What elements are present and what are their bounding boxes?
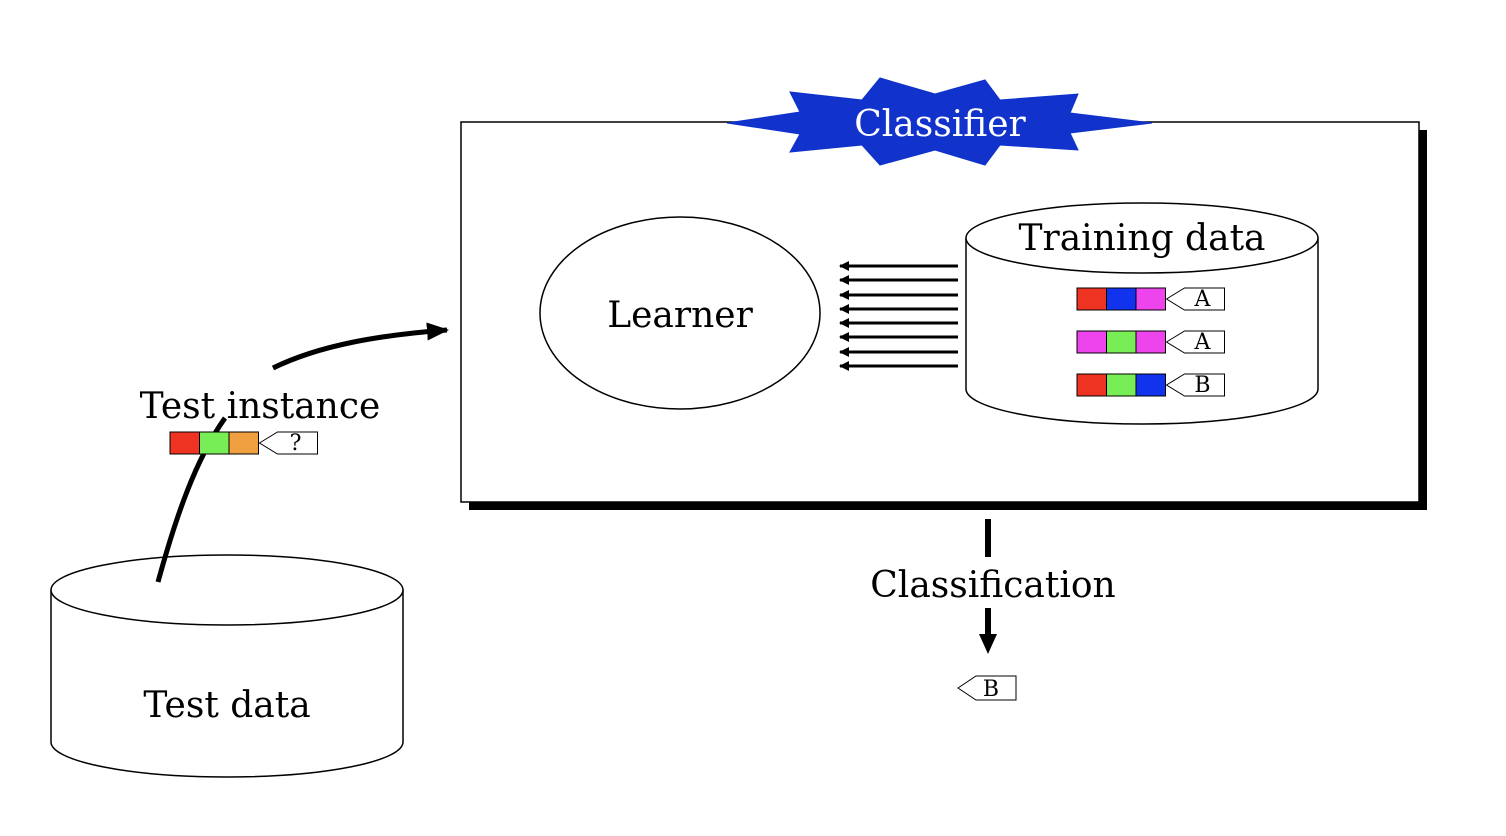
- training-arrows: [839, 261, 958, 371]
- classifier-label: Classifier: [854, 104, 1026, 145]
- training-rows: AAB: [1076, 287, 1225, 398]
- training-data-cylinder: Training data AAB: [965, 202, 1319, 425]
- test-flow-arrow: [271, 322, 449, 371]
- test-instance-vector: ?: [169, 431, 318, 456]
- training-cylinder-top: [965, 202, 1319, 274]
- feature-cell: [1106, 287, 1137, 311]
- class-tag: [1165, 287, 1225, 311]
- training-data-label: Training data: [1018, 218, 1265, 259]
- learner-label: Learner: [607, 295, 753, 336]
- result-tag-shape: [957, 675, 1017, 701]
- feature-cell: [228, 431, 259, 455]
- feature-cell: [1135, 287, 1166, 311]
- feature-cell: [1135, 373, 1166, 397]
- class-tag: [1165, 373, 1225, 397]
- feature-cell: [1076, 373, 1107, 397]
- test-instance-label: Test instance: [140, 386, 381, 427]
- learner: Learner: [539, 216, 821, 410]
- training-row: A: [1076, 330, 1225, 355]
- feature-cell: [199, 431, 230, 455]
- test-cylinder-top: [50, 554, 404, 626]
- classification-arrowhead: [979, 634, 997, 654]
- classification-output: Classification B: [870, 519, 1116, 702]
- class-tag-label: B: [1194, 373, 1210, 398]
- class-tag-label: A: [1194, 287, 1212, 312]
- feature-cell: [1076, 287, 1107, 311]
- classification-label: Classification: [870, 565, 1115, 606]
- classifier-starburst: Classifier: [726, 77, 1153, 166]
- feature-cell: [169, 431, 200, 455]
- result-tag-label: B: [983, 677, 999, 702]
- feature-cell: [1135, 330, 1166, 354]
- feature-cell: [1106, 373, 1137, 397]
- result-tag: B: [957, 675, 1017, 702]
- class-tag-label: A: [1194, 330, 1212, 355]
- test-cylinder-body: [50, 590, 404, 778]
- feature-cell: [1076, 330, 1107, 354]
- class-tag: [258, 431, 318, 455]
- learner-ellipse: [539, 216, 821, 410]
- starburst-shape: [726, 77, 1153, 166]
- test-instance: Test instance ?: [140, 386, 381, 456]
- test-data-label: Test data: [143, 685, 310, 726]
- feature-cell: [1106, 330, 1137, 354]
- class-tag-label: ?: [290, 431, 302, 456]
- test-data-cylinder: Test data: [50, 554, 404, 778]
- training-row: A: [1076, 287, 1225, 312]
- training-row: B: [1076, 373, 1225, 398]
- class-tag: [1165, 330, 1225, 354]
